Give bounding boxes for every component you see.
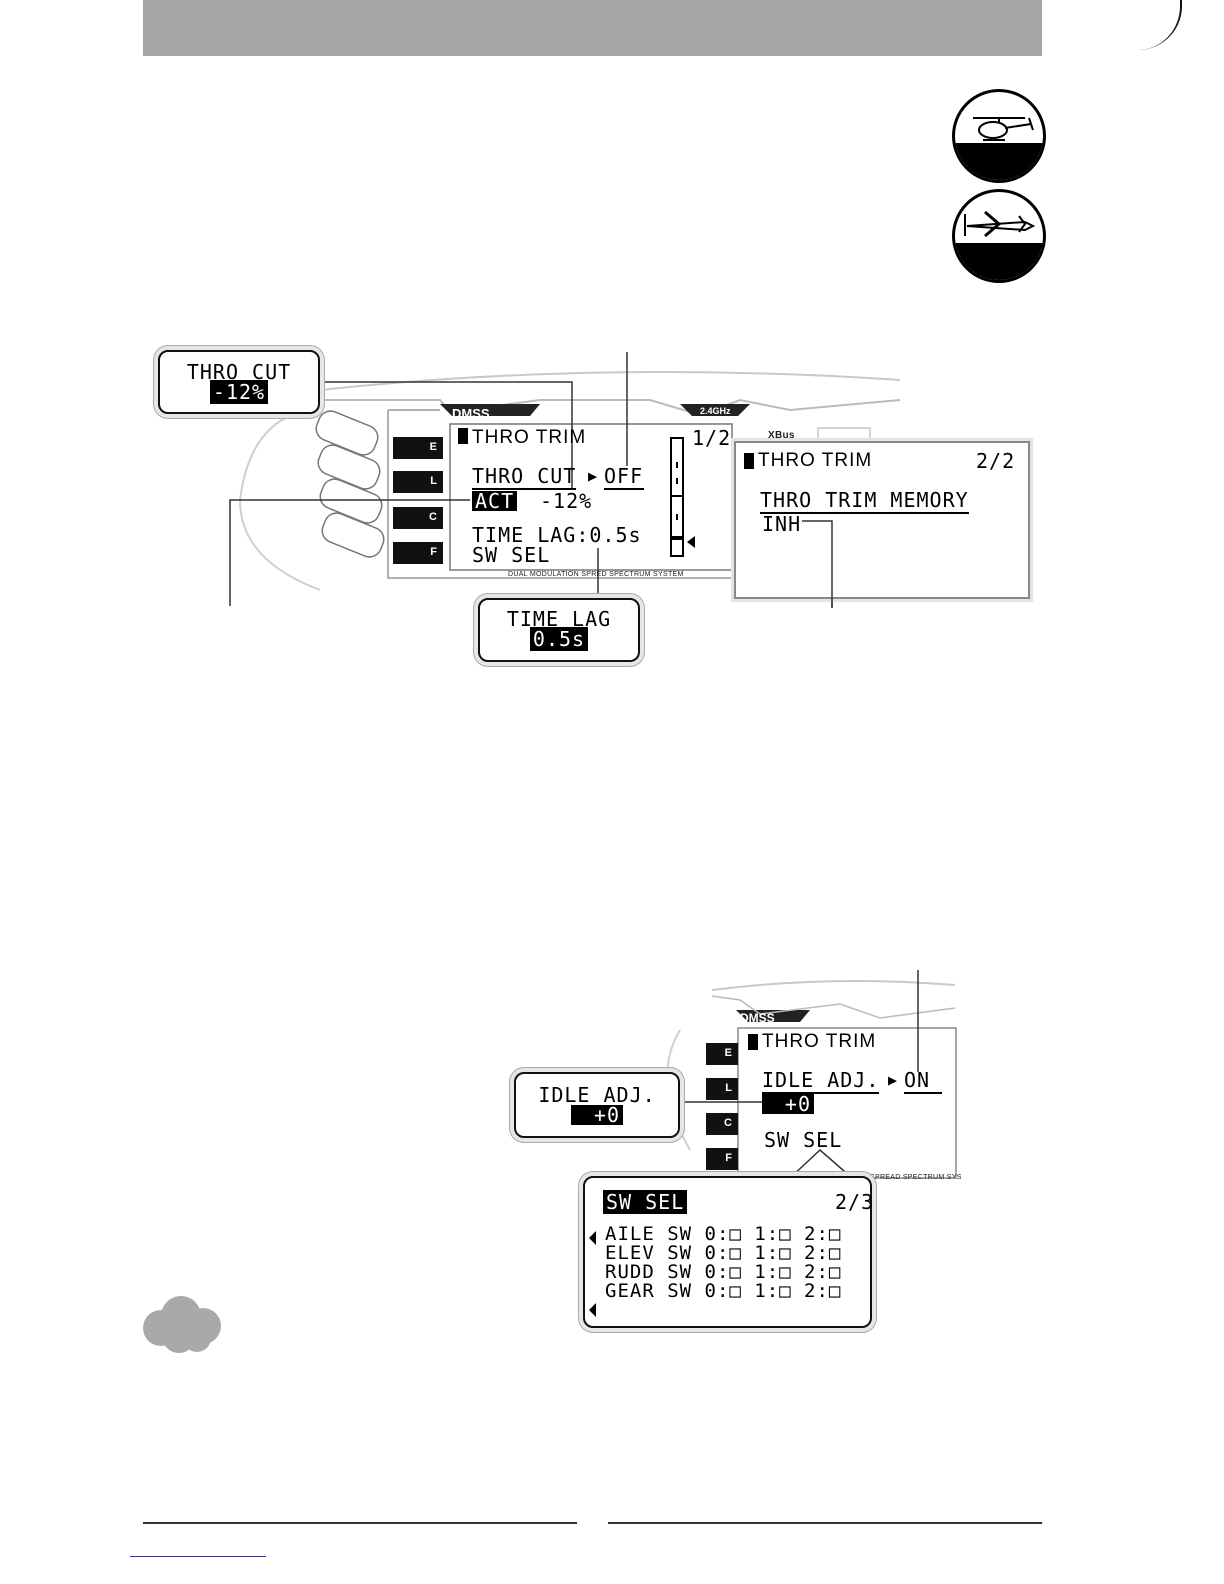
- scroll-up-arrow-icon[interactable]: [587, 1230, 597, 1246]
- helicopter-icon: [952, 89, 1046, 183]
- lcd2-title: THRO TRIM: [762, 1031, 877, 1052]
- sw-sel-row-rudd[interactable]: RUDD SW 0:□ 1:□ 2:□: [605, 1261, 842, 1283]
- act-value[interactable]: -12%: [540, 489, 593, 513]
- xbus-logo: XBus: [768, 430, 795, 441]
- thro-cut-arrow-icon: ▶: [588, 467, 599, 485]
- callout-thro-cut-value-wrap: -12%: [160, 380, 318, 404]
- dmss-logo-2: DMSS: [740, 1011, 775, 1025]
- lcd-bottom-label: DUAL MODULATION SPRED SPECTRUM SYSTEM: [508, 571, 684, 578]
- lcd-title: THRO TRIM: [472, 427, 587, 448]
- side-key-e-2[interactable]: E: [706, 1043, 738, 1065]
- lcd-page-indicator: 1/2: [692, 426, 732, 450]
- callout-idle-adj-label: IDLE ADJ.: [538, 1083, 656, 1107]
- sw-sel-label[interactable]: SW SEL: [472, 543, 551, 567]
- lcd-title-marker: [458, 428, 468, 444]
- idle-adj-value[interactable]: +0: [762, 1094, 814, 1114]
- callout-time-lag-value-wrap: 0.5s: [480, 627, 638, 651]
- act-label[interactable]: ACT: [472, 491, 518, 511]
- callout-idle-adj: IDLE ADJ. +0: [514, 1072, 680, 1138]
- lcd-page-2-title: THRO TRIM: [758, 450, 873, 471]
- callout-thro-cut-value: -12%: [209, 380, 269, 404]
- thro-cut-label[interactable]: THRO CUT: [472, 464, 577, 490]
- idle-adj-arrow-icon: ▶: [888, 1071, 899, 1089]
- callout-idle-adj-value-wrap: +0: [516, 1105, 678, 1125]
- airplane-icon: [952, 189, 1046, 283]
- sw-sel-row-aile[interactable]: AILE SW 0:□ 1:□ 2:□: [605, 1223, 842, 1245]
- side-key-e[interactable]: E: [393, 437, 443, 459]
- sw-sel-popup-page: 2/3: [835, 1190, 875, 1214]
- frequency-logo: 2.4GHz: [700, 406, 731, 416]
- lcd-page-2-page: 2/2: [976, 449, 1016, 473]
- dmss-logo: DMSS: [452, 406, 490, 421]
- callout-thro-cut-label: THRO CUT: [186, 360, 292, 384]
- callout-time-lag: TIME LAG 0.5s: [478, 598, 640, 662]
- sw-sel-label-2[interactable]: SW SEL: [764, 1128, 843, 1152]
- sw-sel-row-gear[interactable]: GEAR SW 0:□ 1:□ 2:□: [605, 1280, 842, 1302]
- side-key-c-2[interactable]: C: [706, 1113, 738, 1135]
- lcd-page-2: THRO TRIM 2/2 THRO TRIM MEMORY INH: [734, 441, 1030, 599]
- memory-leader-line: [802, 520, 833, 608]
- scroll-down-arrow-icon[interactable]: [587, 1302, 597, 1318]
- callout-thro-cut: THRO CUT -12%: [158, 350, 320, 414]
- header-bar: [143, 0, 1042, 56]
- footer-rule-right: [608, 1522, 1042, 1524]
- cloud-icon: [143, 1296, 221, 1353]
- idle-adj-label[interactable]: IDLE ADJ.: [762, 1068, 880, 1094]
- page-link[interactable]: [130, 1556, 266, 1557]
- side-key-f-2[interactable]: F: [706, 1148, 738, 1170]
- side-key-l[interactable]: L: [393, 471, 443, 493]
- lcd2-bottom-label: SPREAD SPECTRUM SYS: [870, 1174, 962, 1181]
- sw-sel-row-elev[interactable]: ELEV SW 0:□ 1:□ 2:□: [605, 1242, 842, 1264]
- footer-rule-left: [143, 1522, 577, 1524]
- side-key-c[interactable]: C: [393, 507, 443, 529]
- thro-trim-memory-label[interactable]: THRO TRIM MEMORY: [760, 488, 969, 514]
- callout-idle-adj-value: +0: [571, 1105, 623, 1125]
- thro-cut-state[interactable]: OFF: [604, 464, 644, 490]
- lcd2-title-marker: [748, 1034, 758, 1050]
- side-key-l-2[interactable]: L: [706, 1078, 738, 1100]
- sw-sel-popup-title: SW SEL: [603, 1190, 688, 1214]
- time-lag-line[interactable]: TIME LAG:0.5s: [472, 523, 642, 547]
- lcd-page-2-marker: [744, 453, 754, 469]
- callout-time-lag-value: 0.5s: [529, 627, 589, 651]
- side-key-f[interactable]: F: [393, 542, 443, 564]
- idle-adj-state[interactable]: ON: [904, 1070, 942, 1094]
- sw-sel-popup-title-text: SW SEL: [603, 1190, 688, 1214]
- sw-sel-popup: SW SEL 2/3 AILE SW 0:□ 1:□ 2:□ ELEV SW 0…: [583, 1176, 875, 1328]
- callout-time-lag-label: TIME LAG: [506, 607, 612, 631]
- thro-trim-memory-value[interactable]: INH: [762, 512, 802, 536]
